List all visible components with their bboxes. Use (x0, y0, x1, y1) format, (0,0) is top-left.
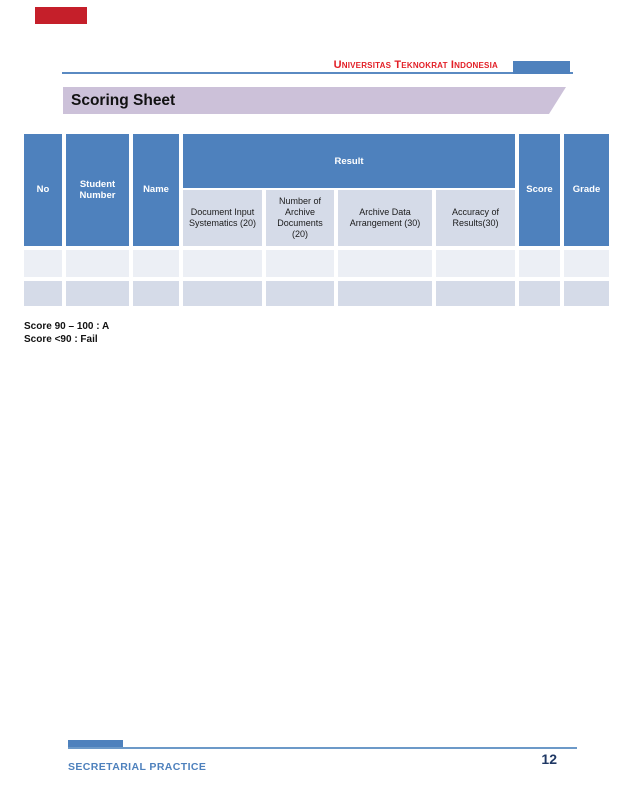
result-column-group: Result Document Input Systematics (20) N… (183, 134, 515, 246)
section-title: Scoring Sheet (71, 91, 176, 109)
note-line-a: Score 90 – 100 : A (24, 321, 110, 332)
scoring-table: No Student Number Name Result Document I… (24, 134, 609, 306)
body-cell (436, 250, 515, 277)
body-cell (519, 281, 560, 306)
footer-course-title: SECRETARIAL PRACTICE (68, 761, 207, 773)
note-line-fail: Score <90 : Fail (24, 334, 98, 345)
body-cell (564, 250, 609, 277)
body-cell (266, 281, 334, 306)
footer-rule (68, 747, 577, 749)
body-cell (436, 281, 515, 306)
header-accent-rect (513, 61, 570, 74)
subcol-header-accuracy-of-results: Accuracy of Results(30) (436, 190, 515, 246)
col-header-grade: Grade (564, 134, 609, 246)
table-row (24, 250, 609, 277)
col-header-result: Result (183, 134, 515, 188)
col-header-name: Name (133, 134, 179, 246)
page-number: 12 (541, 751, 557, 767)
body-cell (266, 250, 334, 277)
body-cell (133, 281, 179, 306)
col-header-no: No (24, 134, 62, 246)
body-cell (564, 281, 609, 306)
body-cell (133, 250, 179, 277)
subcol-header-archive-data-arrangement: Archive Data Arrangement (30) (338, 190, 432, 246)
col-header-student-number: Student Number (66, 134, 129, 246)
subcol-header-document-input-systematics: Document Input Systematics (20) (183, 190, 262, 246)
subcol-header-number-of-archive-documents: Number of Archive Documents (20) (266, 190, 334, 246)
university-name: Universitas Teknokrat Indonesia (333, 59, 498, 71)
body-cell (66, 250, 129, 277)
result-subheader-row: Document Input Systematics (20) Number o… (183, 190, 515, 246)
table-row (24, 281, 609, 306)
body-cell (24, 281, 62, 306)
body-cell (24, 250, 62, 277)
body-cell (338, 250, 432, 277)
body-cell (183, 250, 262, 277)
grading-notes: Score 90 – 100 : A Score <90 : Fail (24, 320, 109, 346)
body-cell (519, 250, 560, 277)
section-banner: Scoring Sheet (63, 87, 566, 114)
col-header-score: Score (519, 134, 560, 246)
body-cell (66, 281, 129, 306)
footer-accent-rect (68, 740, 123, 749)
body-cell (183, 281, 262, 306)
header-rule (62, 72, 573, 74)
body-cell (338, 281, 432, 306)
table-header-row: No Student Number Name Result Document I… (24, 134, 609, 246)
red-badge (35, 7, 87, 24)
